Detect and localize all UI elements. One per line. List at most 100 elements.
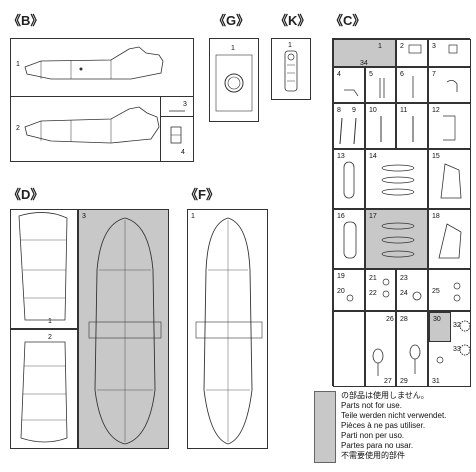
legend-line-es: Partes para no usar. [341, 441, 414, 450]
part-number: 2 [48, 334, 52, 341]
sprue-c-part-30: 30 [429, 312, 451, 342]
section-b-header: 《B》 [8, 13, 44, 28]
sprue-c-part-13: 13 [333, 149, 365, 209]
part-drawing [438, 223, 462, 259]
sprue-c-part-1: 1 34 [333, 39, 396, 67]
sprue-c-part-17: 17 [365, 209, 428, 269]
section-f-header: 《F》 [185, 187, 219, 202]
sprue-b-part-3: 3 [161, 97, 193, 117]
wing-left-drawing [18, 212, 68, 321]
sprue-d-part-2: 2 [10, 329, 78, 449]
sprue-c-part-7: 7 [428, 67, 471, 103]
part-number: 28 [400, 316, 408, 323]
part-drawing [448, 44, 458, 54]
legend-line-it: Parti non per uso. [341, 431, 405, 440]
part-drawing [381, 164, 415, 196]
part-number: 2 [16, 125, 20, 132]
fuselage-right-drawing [24, 106, 160, 144]
sprue-c-part-15: 15 [428, 149, 471, 209]
part-number: 16 [337, 213, 345, 220]
sprue-c-part-5: 5 [365, 67, 396, 103]
part-drawing [446, 80, 458, 92]
part-drawing [381, 222, 415, 258]
part-number: 31 [432, 378, 440, 385]
part-number: 14 [369, 153, 377, 160]
sprue-d-part-1: 1 [10, 209, 78, 329]
wing-right-drawing [20, 341, 68, 443]
part-number: 6 [400, 71, 404, 78]
part-number: 32 [453, 322, 461, 329]
sprue-c-part-16: 16 [333, 209, 365, 269]
sprue-f: 1 [187, 209, 268, 449]
part-number: 8 [337, 107, 341, 114]
part-number: 25 [432, 288, 440, 295]
sprue-c-part-8-9: 8 9 [333, 103, 365, 149]
part-number: 10 [369, 107, 377, 114]
part-number: 9 [352, 107, 356, 114]
part-drawing [408, 44, 422, 54]
part-number: 3 [183, 101, 187, 108]
sprue-b-part-2: 2 [11, 97, 161, 161]
part-number: 15 [432, 153, 440, 160]
legend-line-ja: の部品は使用しません。 [341, 391, 429, 400]
sprue-c-part-18: 18 [428, 209, 471, 269]
sprue-c-part-4: 4 [333, 67, 365, 103]
part-number: 18 [432, 213, 440, 220]
part-drawing [443, 115, 456, 141]
part-number: 23 [400, 275, 408, 282]
part-number: 1 [378, 43, 382, 50]
sprue-d-part-3: 3 [78, 209, 169, 449]
part-number: 1 [191, 213, 195, 220]
sprue-c-part-10: 10 [365, 103, 396, 149]
part-number: 2 [400, 43, 404, 50]
part-drawing [409, 344, 421, 374]
part-drawing [453, 282, 461, 302]
sprue-c-part-6: 6 [396, 67, 428, 103]
sprue-b-part-4: 4 [161, 117, 193, 161]
sprue-b: 1 2 3 4 [10, 38, 194, 162]
part-drawing [412, 291, 422, 301]
part-number: 1 [231, 45, 235, 52]
part-number: 5 [369, 71, 373, 78]
part-drawing [379, 78, 385, 98]
part-number: 22 [369, 290, 377, 297]
part-drawing [382, 278, 390, 298]
part-drawing [412, 116, 414, 142]
part-drawing [339, 117, 357, 145]
sprue-c-part-2: 2 [396, 39, 428, 67]
section-g-header: 《G》 [213, 13, 250, 28]
wing-lower-drawing [88, 217, 162, 445]
part-drawing [412, 76, 414, 98]
sprue-g: 1 [209, 38, 259, 122]
sprue-c-part-26-27: 26 27 [365, 311, 396, 387]
part-number: 27 [384, 378, 392, 385]
legend-line-en: Parts not for use. [341, 401, 402, 410]
part-number: 11 [400, 107, 408, 114]
section-d-header: 《D》 [8, 187, 44, 202]
fuselage-left-drawing [24, 46, 164, 80]
sprue-c-part-14: 14 [365, 149, 428, 209]
part-number: 1 [16, 61, 20, 68]
legend-line-fr: Pièces à ne pas utiliser. [341, 421, 426, 430]
part-number: 13 [337, 153, 345, 160]
part-number: 20 [337, 288, 345, 295]
part-number: 33 [453, 346, 461, 353]
part-number: 1 [48, 318, 52, 325]
legend-line-de: Teile werden nicht verwendet. [341, 411, 447, 420]
part-drawing [343, 221, 357, 259]
part-drawing [346, 294, 354, 302]
part-drawing [372, 348, 384, 376]
part-number: 3 [82, 213, 86, 220]
part-number: 3 [432, 43, 436, 50]
wing-upper-drawing [195, 217, 263, 445]
part-number: 4 [337, 71, 341, 78]
part-number: 1 [288, 42, 292, 49]
pilot-figure-drawing [284, 50, 298, 92]
sprue-c-part-30-33: 30 31 32 33 [428, 311, 471, 387]
part-number: 26 [386, 316, 394, 323]
part-4-drawing [170, 126, 182, 144]
legend-line-zh: 不需要使用的部件 [341, 451, 405, 460]
sprue-c: 1 34 2 3 4 5 6 7 8 9 10 11 12 [332, 38, 471, 387]
sprue-c-part-28-29: 28 29 [396, 311, 428, 387]
section-k-header: 《K》 [275, 13, 311, 28]
